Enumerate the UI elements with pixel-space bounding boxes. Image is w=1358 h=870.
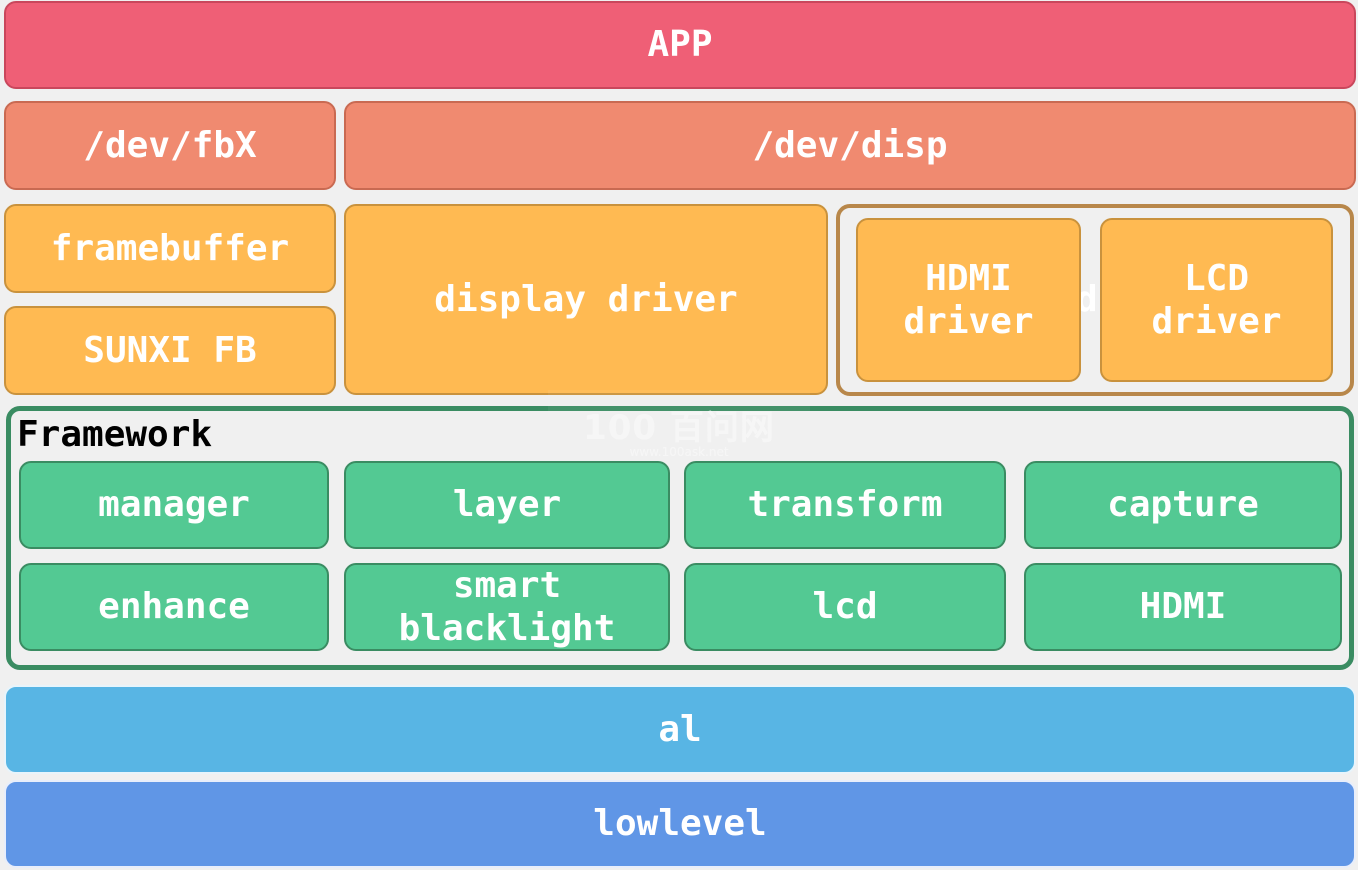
display-driver-node: display driver: [344, 204, 828, 395]
framebuffer-node: framebuffer: [4, 204, 336, 293]
framework-module-capture: capture: [1024, 461, 1342, 549]
framework-module-enhance: enhance: [19, 563, 329, 651]
lcd-driver-node: LCD driver: [1100, 218, 1333, 382]
hdmi-driver-node: HDMI driver: [856, 218, 1081, 382]
framework-module-transform: transform: [684, 461, 1006, 549]
dev-disp-node: /dev/disp: [344, 101, 1356, 190]
device-driver-group-label: d: [1076, 279, 1098, 320]
watermark-url: www.100ask.net: [629, 444, 729, 459]
lowlevel-layer: lowlevel: [4, 780, 1356, 868]
framework-module-manager: manager: [19, 461, 329, 549]
framework-title: Framework: [17, 414, 213, 455]
dev-fbx-node: /dev/fbX: [4, 101, 336, 190]
framework-module-lcd: lcd: [684, 563, 1006, 651]
watermark-text: 100 百问网: [583, 407, 775, 448]
framework-module-hdmi: HDMI: [1024, 563, 1342, 651]
framework-module-layer: layer: [344, 461, 670, 549]
app-layer: APP: [4, 1, 1356, 89]
framework-module-smart-blacklight: smart blacklight: [344, 563, 670, 651]
al-layer: al: [4, 685, 1356, 774]
sunxi-fb-node: SUNXI FB: [4, 306, 336, 395]
